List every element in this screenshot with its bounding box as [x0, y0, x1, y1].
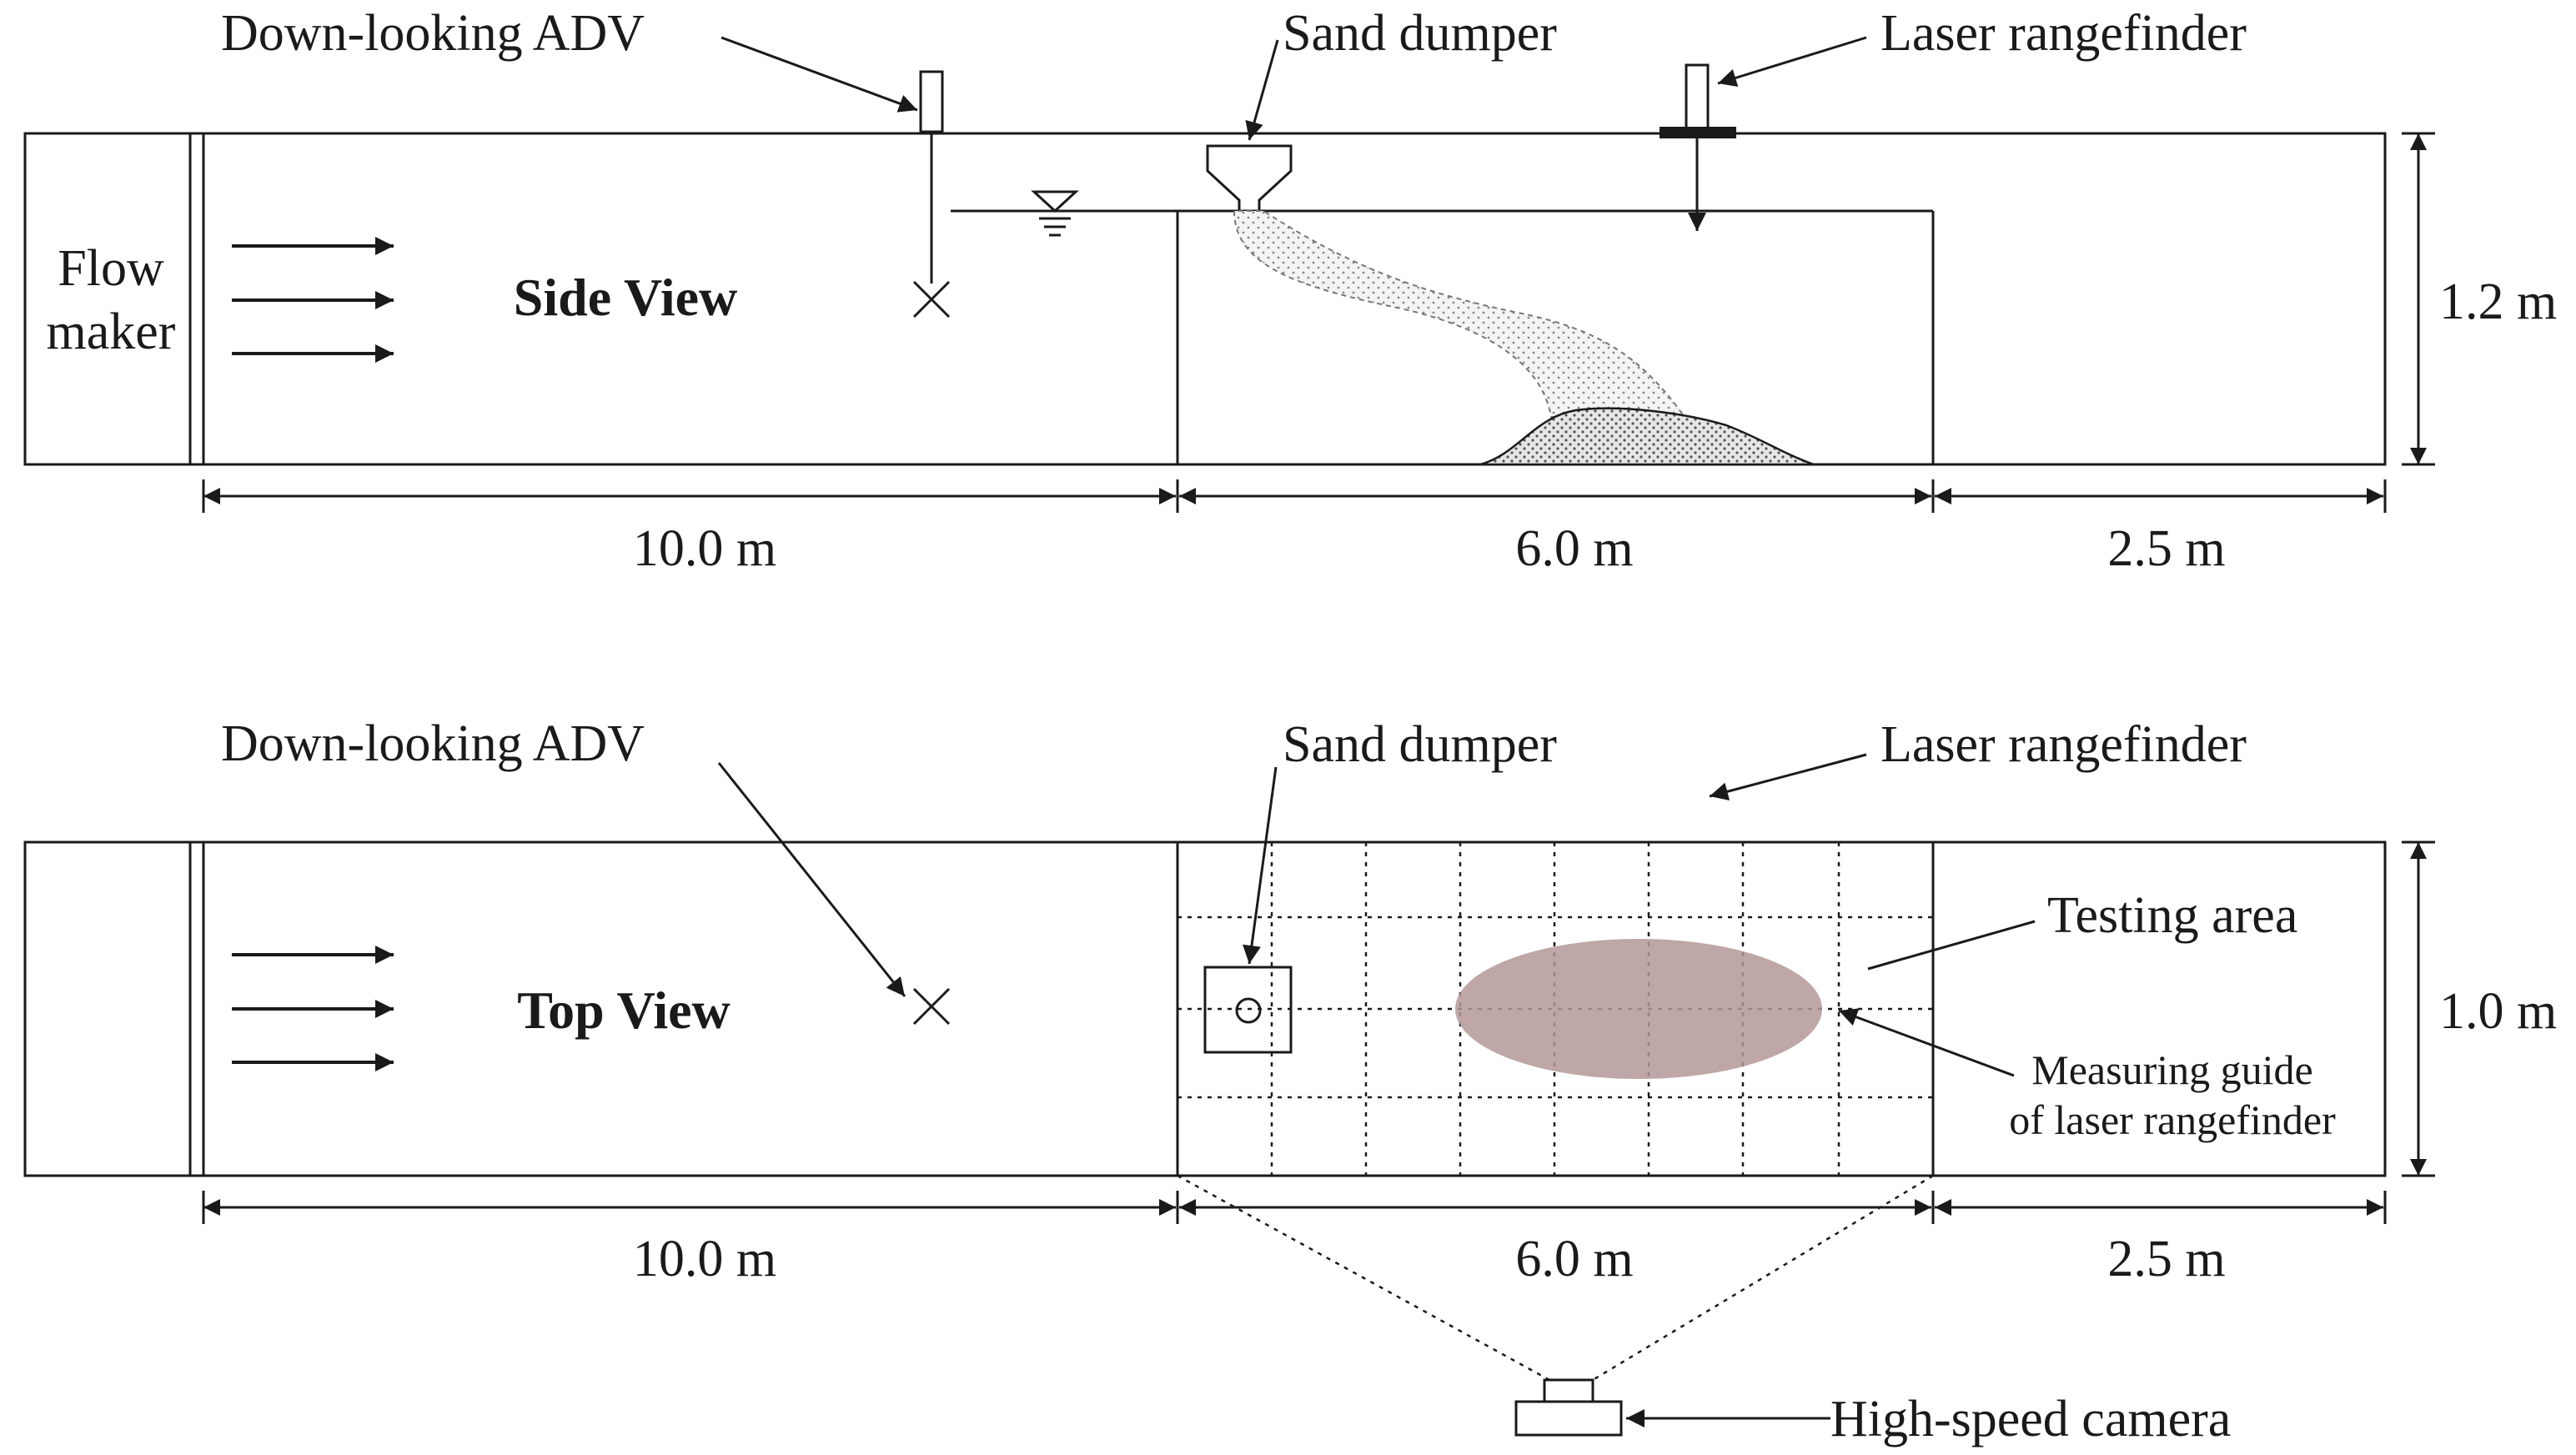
top-dim-test-label: 6.0 m — [1515, 1231, 1633, 1287]
top-adv-measure-point-icon — [912, 987, 951, 1026]
top-laser-pointer — [1709, 753, 1867, 800]
measuring-guide-pointer — [1838, 1008, 2015, 1077]
side-view: Flow maker Side View Down-looking ADV Sa… — [23, 5, 2557, 577]
side-height-label: 1.2 m — [2439, 273, 2557, 330]
testing-area-label: Testing area — [2047, 887, 2297, 944]
side-view-title: Side View — [514, 268, 737, 327]
laser-rangefinder-body — [1685, 63, 1710, 132]
top-flume-outline — [23, 840, 2387, 1177]
side-dim-downstream-label: 2.5 m — [2107, 520, 2225, 577]
flow-maker-label-line2: maker — [47, 304, 176, 360]
side-sand-dumper-label: Sand dumper — [1283, 5, 1557, 62]
top-width-label: 1.0 m — [2439, 983, 2557, 1040]
side-dimension-line — [202, 479, 2387, 513]
flow-maker-label-line1: Flow — [58, 240, 164, 297]
measuring-guide-label-line1: Measuring guide — [2031, 1046, 2312, 1093]
top-dim-downstream-label: 2.5 m — [2107, 1231, 2225, 1287]
adv-probe-housing — [919, 70, 944, 133]
side-dim-upstream-label: 10.0 m — [633, 520, 776, 577]
top-dim-upstream-label: 10.0 m — [633, 1231, 776, 1287]
side-laser-label: Laser rangefinder — [1881, 5, 2247, 62]
laser-rangefinder-mount — [1660, 127, 1736, 138]
top-sand-dumper — [1203, 966, 1293, 1054]
top-view-title: Top View — [517, 981, 731, 1040]
side-dim-test-label: 6.0 m — [1515, 520, 1633, 577]
sand-deposit-mound — [1479, 407, 1815, 466]
side-sand-dumper-pointer — [1245, 39, 1279, 141]
side-adv-pointer — [721, 36, 918, 113]
top-adv-pointer — [717, 762, 906, 997]
testing-area-pointer — [1867, 920, 2036, 971]
water-level-icon — [1031, 190, 1079, 237]
camera-fov-right — [1592, 1174, 1934, 1382]
camera-label: High-speed camera — [1830, 1391, 2231, 1447]
side-flume-outline — [23, 132, 2387, 466]
side-laser-pointer — [1717, 36, 1867, 88]
sand-plume — [1233, 210, 1686, 418]
sand-dumper-hopper — [1206, 144, 1293, 213]
side-adv-label: Down-looking ADV — [221, 5, 645, 62]
measuring-guide-label-line2: of laser rangefinder — [2009, 1096, 2336, 1143]
testing-area — [1455, 939, 1822, 1079]
adv-measure-point-icon — [912, 280, 951, 319]
camera-fov-left — [1177, 1174, 1550, 1382]
top-laser-label: Laser rangefinder — [1881, 716, 2247, 773]
top-adv-label: Down-looking ADV — [221, 715, 645, 772]
high-speed-camera-icon — [1514, 1378, 1623, 1437]
top-sand-dumper-outlet — [1235, 997, 1262, 1024]
top-dimension-line — [202, 1191, 2387, 1224]
top-view: Top View Down-looking ADV Sa — [23, 715, 2557, 1447]
top-sand-dumper-pointer — [1243, 766, 1278, 965]
top-sand-dumper-label: Sand dumper — [1283, 716, 1557, 773]
